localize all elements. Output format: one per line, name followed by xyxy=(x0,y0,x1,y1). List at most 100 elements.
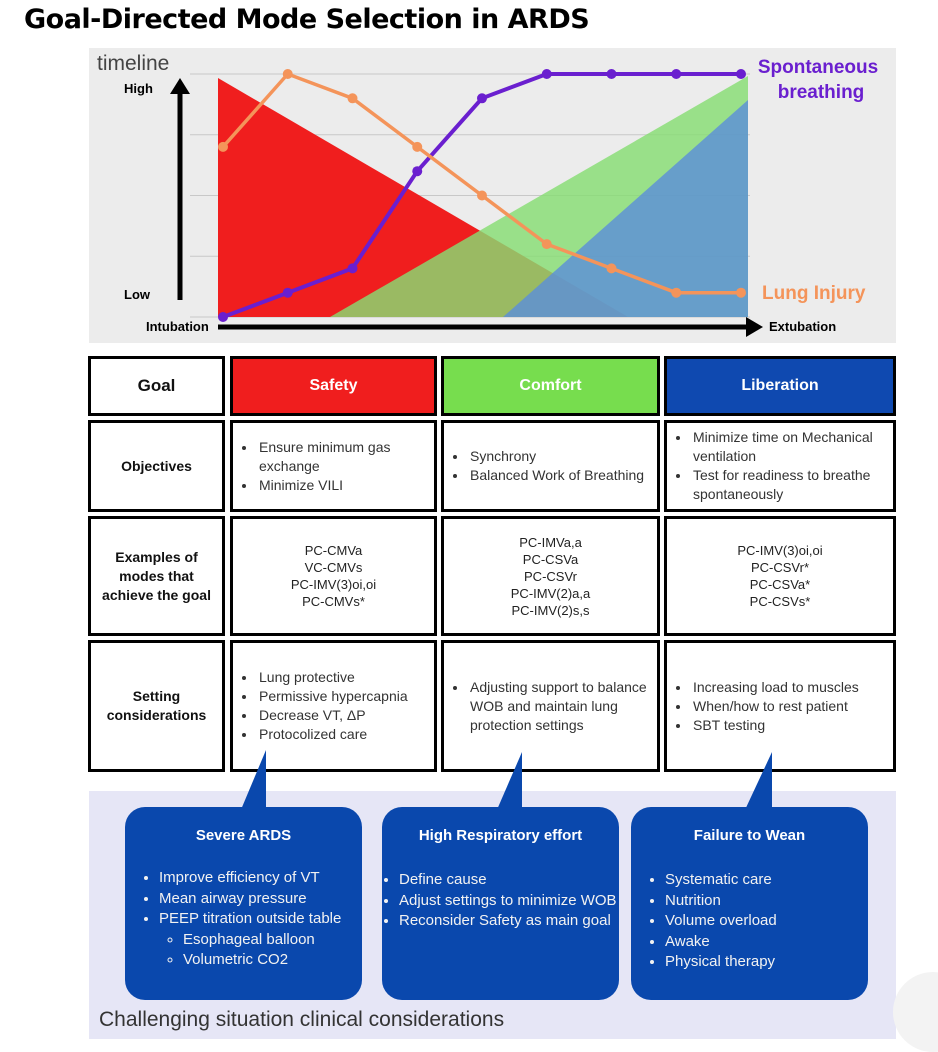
bottom-caption: Challenging situation clinical considera… xyxy=(99,1008,505,1031)
series-1-point xyxy=(736,287,746,298)
high-effort-list: Define cause Adjust settings to minimize… xyxy=(382,870,619,932)
list-item: Adjust settings to minimize WOB xyxy=(399,891,619,912)
failure-to-wean-bubble: Failure to Wean Systematic care Nutritio… xyxy=(631,807,868,1000)
list-item: Adjusting support to balance WOB and mai… xyxy=(468,678,657,735)
mode-example: PC-IMV(2)s,s xyxy=(511,602,590,618)
severe-ards-sublist: Esophageal balloon Volumetric CO2 xyxy=(159,930,362,971)
comfort-header: Comfort xyxy=(441,356,660,416)
series-layer xyxy=(218,69,746,322)
goal-header: Goal xyxy=(88,356,225,416)
liberation-settings: Increasing load to muscles When/how to r… xyxy=(664,640,896,772)
mode-example: PC-CSVr* xyxy=(750,560,810,575)
y-axis-arrowhead xyxy=(170,78,190,94)
timeline-chart: timeline High Low Intubation Extubation … xyxy=(89,48,896,343)
mode-example: PC-IMV(3)oi,oi xyxy=(290,577,377,592)
list-item: Decrease VT, ΔP xyxy=(257,706,408,725)
list-item: Reconsider Safety as main goal xyxy=(399,911,619,932)
examples-row-label: Examples of modes that achieve the goal xyxy=(88,516,225,636)
comfort-settings-list: Adjusting support to balance WOB and mai… xyxy=(444,678,657,735)
list-item: Minimize time on Mechanical ventilation xyxy=(691,428,893,466)
objectives-row-label: Objectives xyxy=(88,420,225,512)
series-0-point xyxy=(347,263,358,274)
safety-header-label: Safety xyxy=(309,377,358,394)
list-item: Test for readiness to breathe spontaneou… xyxy=(691,466,893,504)
series-label-spontaneous-1: Spontaneous xyxy=(758,57,878,78)
comfort-examples: PC-IMVa,a PC-CSVa PC-CSVr PC-IMV(2)a,a P… xyxy=(441,516,660,636)
list-item: Protocolized care xyxy=(257,725,408,744)
x-label-start: Intubation xyxy=(146,319,209,334)
series-0-point xyxy=(218,312,228,322)
list-item: Lung protective xyxy=(257,668,408,687)
mode-example: PC-IMV(3)oi,oi xyxy=(737,543,823,558)
series-0-point xyxy=(541,69,552,79)
comfort-header-label: Comfort xyxy=(519,377,582,394)
examples-label-line: modes that xyxy=(119,567,194,584)
series-1-point xyxy=(541,239,552,250)
page-title: Goal-Directed Mode Selection in ARDS xyxy=(24,4,590,35)
list-item: Improve efficiency of VT xyxy=(159,868,362,889)
list-item: Esophageal balloon xyxy=(183,930,362,951)
failure-to-wean-list: Systematic care Nutrition Volume overloa… xyxy=(631,870,868,973)
comfort-objectives: Synchrony Balanced Work of Breathing xyxy=(441,420,660,512)
series-0-point xyxy=(736,69,746,79)
mode-example: VC-CMVs xyxy=(304,560,363,575)
liberation-header: Liberation xyxy=(664,356,896,416)
x-axis-arrowhead xyxy=(746,317,763,337)
severe-ards-title: Severe ARDS xyxy=(195,827,292,844)
series-1-point xyxy=(218,141,228,152)
list-item: Physical therapy xyxy=(665,952,868,973)
liberation-header-label: Liberation xyxy=(741,377,819,394)
series-1-point xyxy=(606,263,617,274)
list-item: Increasing load to muscles xyxy=(691,678,859,697)
comfort-settings: Adjusting support to balance WOB and mai… xyxy=(441,640,660,772)
safety-settings-list: Lung protective Permissive hypercapnia D… xyxy=(233,668,408,744)
series-0-point xyxy=(477,93,487,104)
list-item: Mean airway pressure xyxy=(159,889,362,910)
list-item: Synchrony xyxy=(468,447,644,466)
mode-example: PC-CMVs* xyxy=(302,594,365,609)
severe-ards-tail xyxy=(240,750,266,812)
series-1-point xyxy=(282,69,293,79)
liberation-objectives-list: Minimize time on Mechanical ventilation … xyxy=(667,428,893,504)
mode-example: PC-CSVs* xyxy=(749,594,811,609)
y-label-high: High xyxy=(124,81,153,96)
list-item: Ensure minimum gas exchange xyxy=(257,438,434,476)
high-effort-bubble: High Respiratory effort Define cause Adj… xyxy=(382,807,619,1000)
goal-header-label: Goal xyxy=(137,376,176,395)
list-item: PEEP titration outside table Esophageal … xyxy=(159,909,362,971)
list-item: Minimize VILI xyxy=(257,476,434,495)
list-item: Permissive hypercapnia xyxy=(257,687,408,706)
examples-label-line: achieve the goal xyxy=(102,586,211,603)
safety-examples: PC-CMVa VC-CMVs PC-IMV(3)oi,oi PC-CMVs* xyxy=(230,516,437,636)
severe-ards-list: Improve efficiency of VT Mean airway pre… xyxy=(125,868,362,971)
list-item: Balanced Work of Breathing xyxy=(468,466,644,485)
safety-header: Safety xyxy=(230,356,437,416)
mode-example: PC-IMV(2)a,a xyxy=(510,585,591,601)
x-label-end: Extubation xyxy=(769,319,836,334)
list-item: Systematic care xyxy=(665,870,868,891)
liberation-settings-list: Increasing load to muscles When/how to r… xyxy=(667,678,859,735)
objectives-label: Objectives xyxy=(121,457,192,474)
series-0-point xyxy=(606,69,617,79)
examples-label-line: Examples of xyxy=(115,548,198,565)
list-item: Volumetric CO2 xyxy=(183,950,362,971)
list-item: Define cause xyxy=(399,870,619,891)
high-effort-title: High Respiratory effort xyxy=(418,827,583,844)
list-item: When/how to rest patient xyxy=(691,697,859,716)
failure-to-wean-title: Failure to Wean xyxy=(693,827,806,844)
mode-example: PC-CSVr xyxy=(524,568,577,584)
series-1-point xyxy=(671,287,682,298)
y-label-low: Low xyxy=(124,287,151,302)
list-item: SBT testing xyxy=(691,716,859,735)
mode-example: PC-CMVa xyxy=(304,543,363,558)
series-0-point xyxy=(412,166,423,177)
series-1-point xyxy=(477,190,487,201)
liberation-objectives: Minimize time on Mechanical ventilation … xyxy=(664,420,896,512)
settings-label-line: Setting xyxy=(132,688,181,704)
series-0-point xyxy=(671,69,682,79)
high-effort-tail xyxy=(496,752,522,812)
list-item-text: PEEP titration outside table xyxy=(159,910,342,927)
series-label-lung-injury: Lung Injury xyxy=(762,283,866,304)
liberation-area xyxy=(503,100,748,317)
